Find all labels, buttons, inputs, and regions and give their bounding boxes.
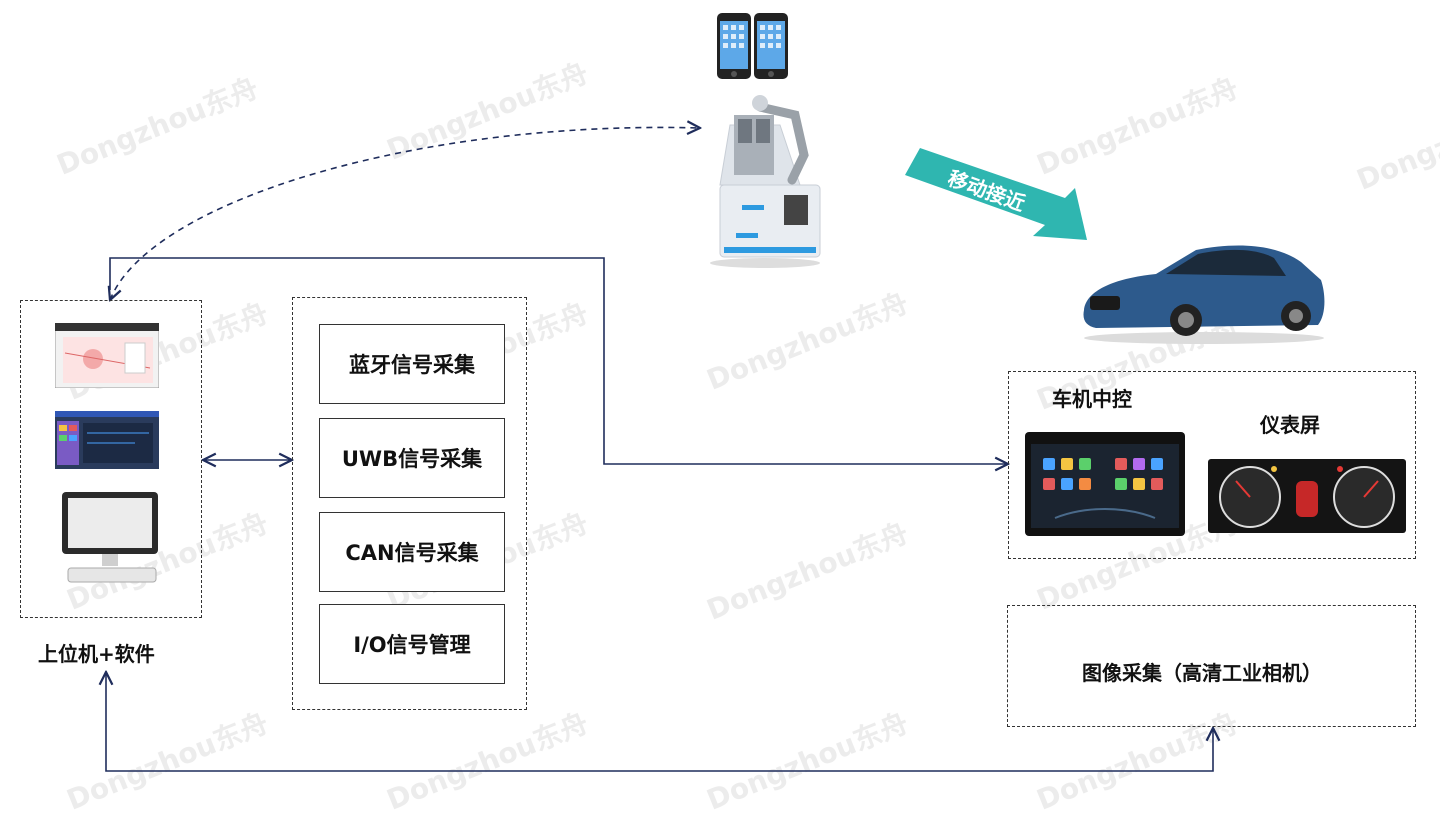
monitor-icon [62,492,158,583]
modules-box [292,297,527,710]
module-io: I/O信号管理 [319,604,505,684]
module-can: CAN信号采集 [319,512,505,592]
move-approach-arrow [905,148,1087,240]
module-bluetooth: 蓝牙信号采集 [319,324,505,404]
host-box [20,300,202,618]
module-uwb: UWB信号采集 [319,418,505,498]
map-screenshot-icon [55,323,159,388]
instrument-cluster-screen-icon [1208,459,1406,533]
smartphone-icon [717,13,751,79]
center-console-screen-icon [1025,432,1185,536]
center-console-label: 车机中控 [1052,387,1132,411]
smartphone-icon [754,13,788,79]
camera-box [1007,605,1416,727]
camera-label: 图像采集（高清工业相机） [1082,661,1322,685]
host-car-link [109,257,1008,464]
dashboard-screenshot-icon [55,411,159,469]
host-label: 上位机+软件 [38,642,155,666]
instrument-cluster-label: 仪表屏 [1260,413,1320,437]
robot-icon [710,95,821,268]
host-camera-link [106,672,1213,772]
wireless-link-curve [110,127,700,300]
connector-layer [0,0,1440,772]
car-icon [1083,245,1325,344]
car-panel-box [1008,371,1416,559]
